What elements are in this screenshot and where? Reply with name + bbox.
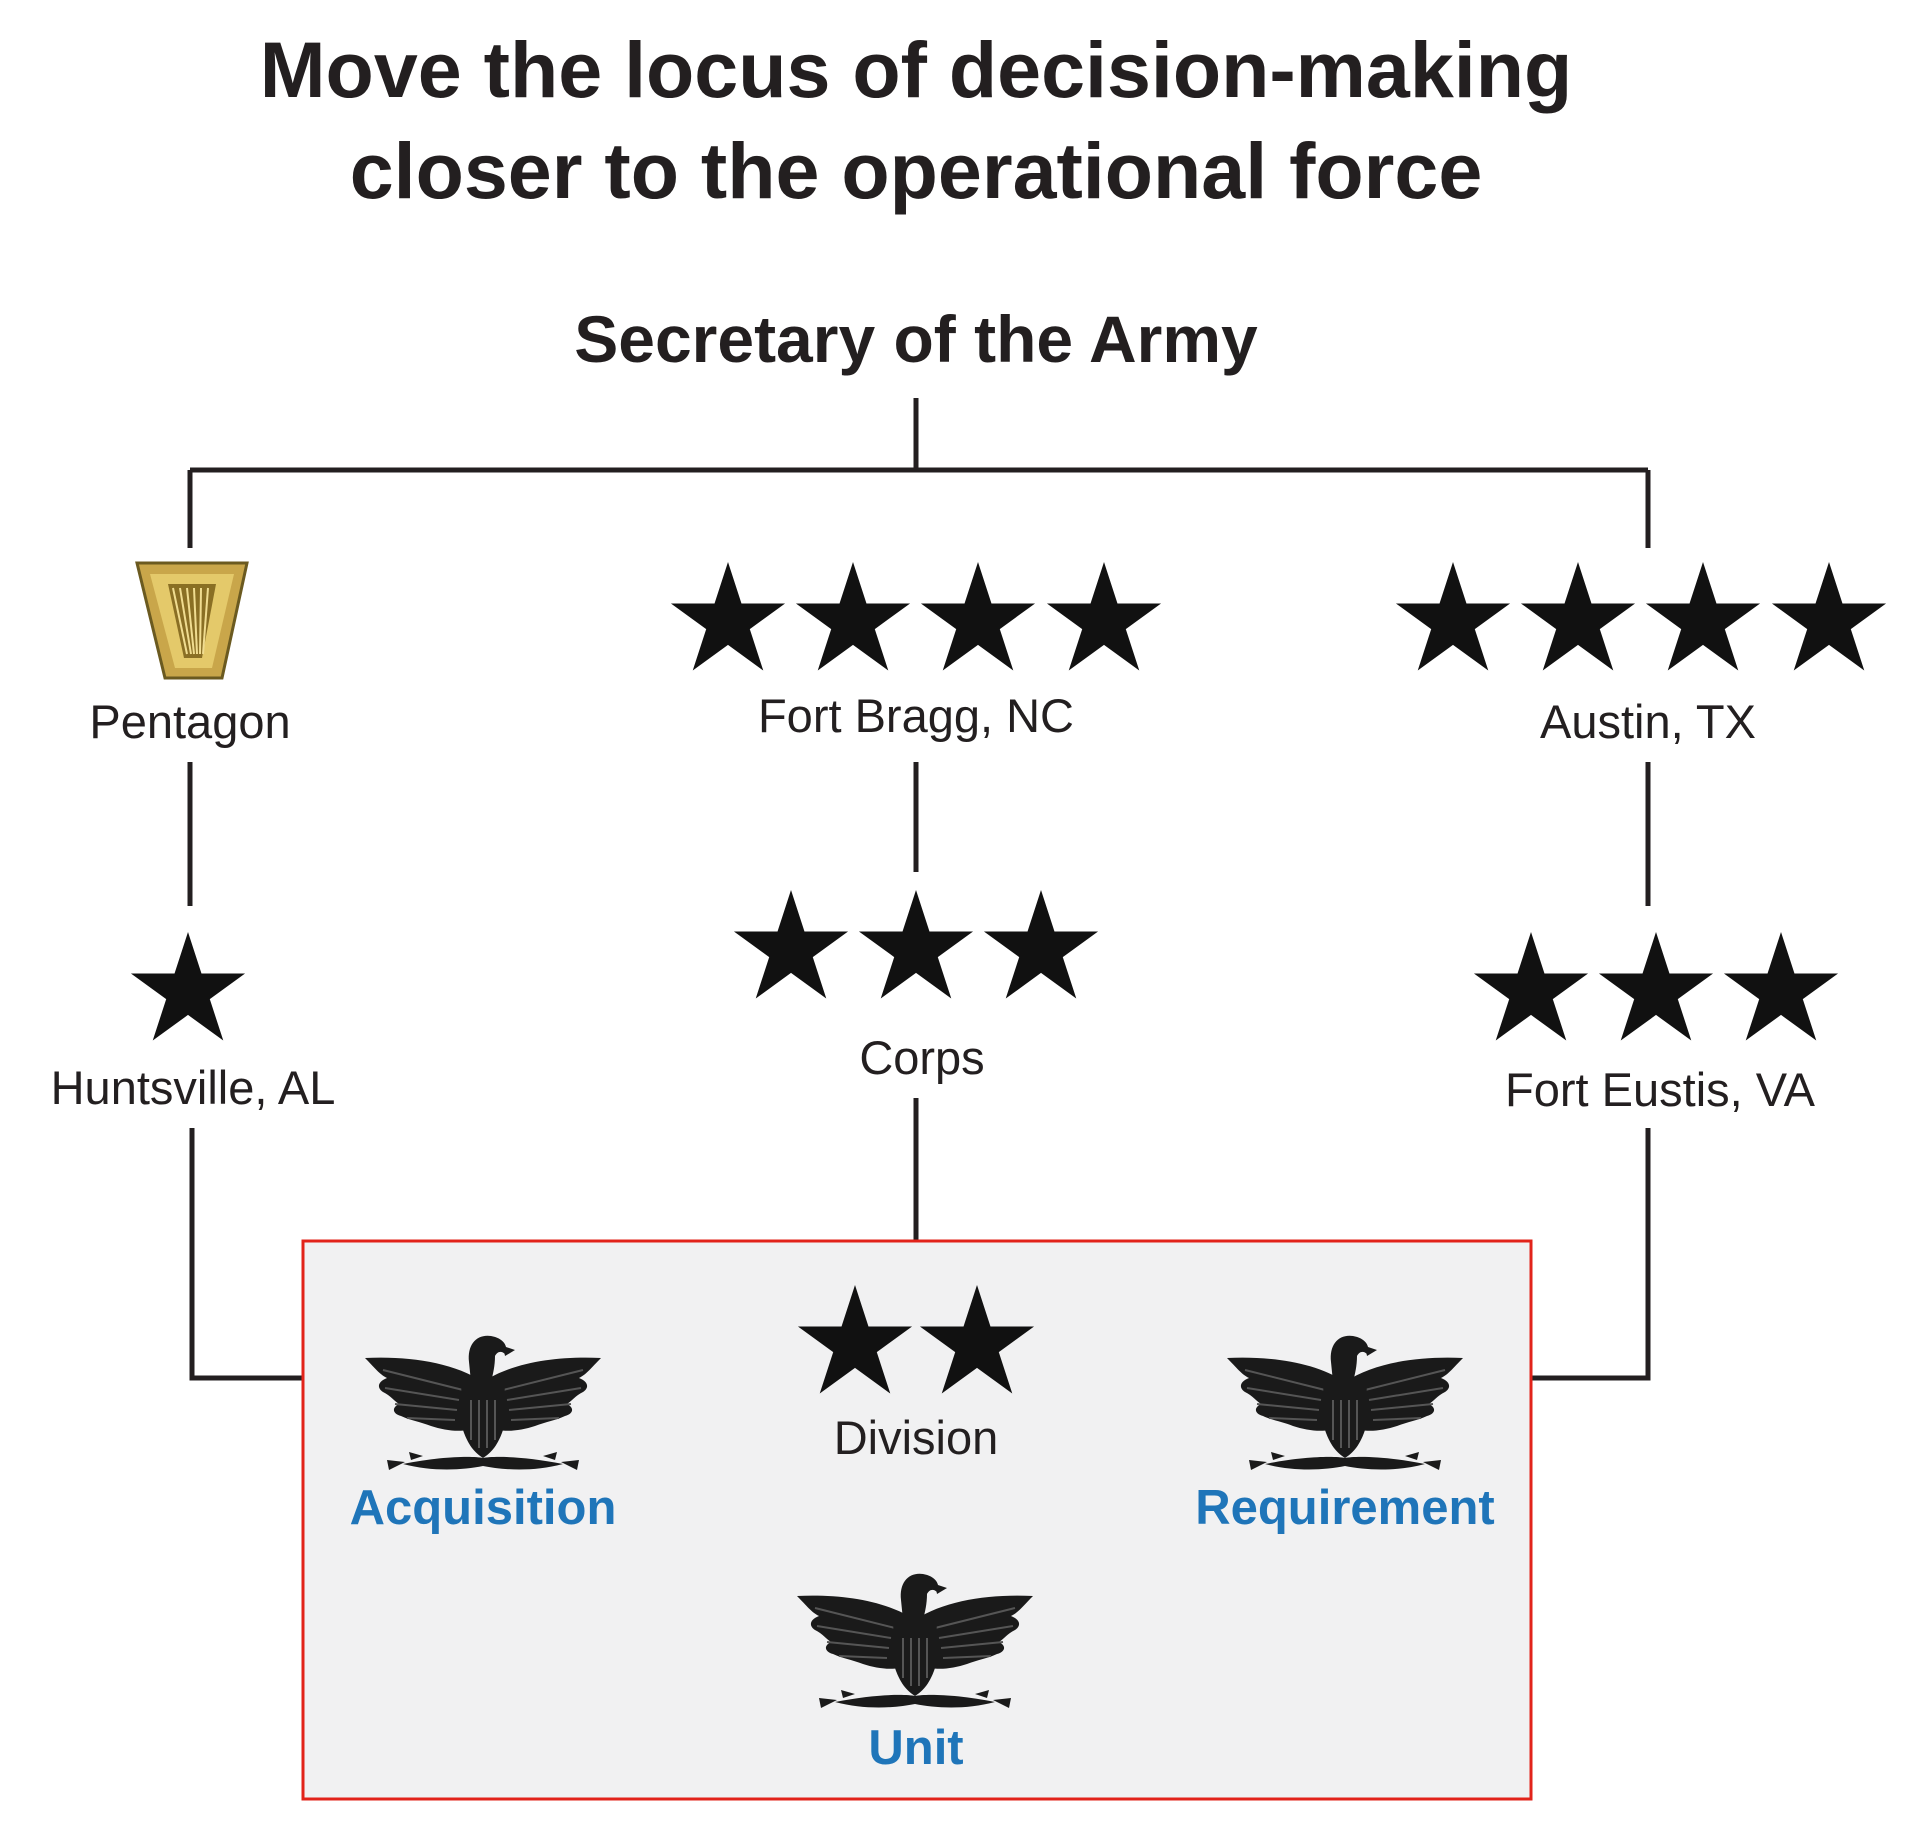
unit-label: Unit [868, 1721, 963, 1775]
fort-bragg-label: Fort Bragg, NC [758, 689, 1074, 742]
diagram-title-line1: Move the locus of decision-making [260, 25, 1573, 114]
secretary-of-the-army-label: Secretary of the Army [574, 302, 1258, 376]
star-icon [920, 562, 1036, 671]
star-icon [733, 890, 849, 999]
star-icon [795, 562, 911, 671]
one-star-icon-huntsville [130, 932, 246, 1041]
highlight-box [301, 1239, 1533, 1801]
keystone-insignia-icon [135, 561, 249, 680]
star-icon [858, 890, 974, 999]
star-icon [1771, 562, 1887, 671]
diagram-title-line2: closer to the operational force [350, 126, 1483, 215]
star-icon [1046, 562, 1162, 671]
three-star-icon-fort-eustis [1473, 932, 1839, 1041]
austin-label: Austin, TX [1540, 695, 1756, 748]
star-icon [1645, 562, 1761, 671]
star-icon [1520, 562, 1636, 671]
star-icon [1723, 932, 1839, 1041]
corps-label: Corps [859, 1031, 984, 1084]
division-label: Division [834, 1411, 999, 1464]
huntsville-label: Huntsville, AL [51, 1061, 336, 1114]
star-icon [1395, 562, 1511, 671]
four-star-icon-austin [1395, 562, 1887, 671]
star-icon [130, 932, 246, 1041]
four-star-icon-fort-bragg [670, 562, 1162, 671]
requirement-label: Requirement [1195, 1481, 1495, 1535]
fort-eustis-label: Fort Eustis, VA [1505, 1063, 1816, 1116]
star-icon [670, 562, 786, 671]
star-icon [983, 890, 1099, 999]
star-icon [1473, 932, 1589, 1041]
acquisition-label: Acquisition [350, 1481, 617, 1535]
pentagon-label: Pentagon [89, 695, 290, 748]
star-icon [1598, 932, 1714, 1041]
three-star-icon-corps [733, 890, 1099, 999]
